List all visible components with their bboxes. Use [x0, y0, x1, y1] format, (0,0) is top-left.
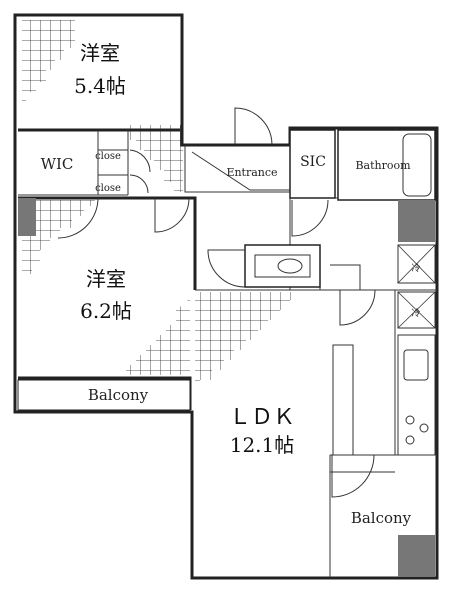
pillar: [18, 198, 36, 236]
pillar: [398, 535, 435, 577]
room-label-western2-name: 洋室: [86, 267, 126, 291]
counter-icon: [332, 344, 354, 456]
sic-room: [289, 129, 336, 199]
stove-burner-icon: [419, 423, 429, 433]
sic-label: SIC: [300, 154, 326, 170]
sink-icon: [403, 349, 429, 381]
door-swing: [291, 199, 329, 237]
wic-label: WIC: [41, 155, 74, 173]
room-label-ldk-name: ＬＤＫ: [229, 405, 295, 430]
fridge-symbol: 冷: [411, 307, 420, 319]
washer-symbol: 冷: [411, 262, 420, 274]
room-label-ldk-size: 12.1帖: [230, 433, 295, 457]
room-label-western2-size: 6.2帖: [80, 299, 132, 323]
closet-label-bottom: close: [95, 183, 121, 194]
entrance-step: [191, 151, 290, 191]
door-swing: [57, 197, 99, 239]
entrance-label: Entrance: [226, 166, 277, 179]
room-label-western1-size: 5.4帖: [74, 74, 126, 98]
kitchen-walls: [320, 264, 437, 456]
door-swing: [339, 289, 376, 326]
door-swing: [331, 454, 375, 498]
balcony-right-label: Balcony: [351, 509, 412, 527]
door-swing: [234, 107, 273, 146]
closet-label-top: close: [95, 151, 121, 162]
pillar: [398, 200, 435, 242]
stove-burner-icon: [405, 415, 415, 425]
bathroom-label: Bathroom: [355, 159, 411, 172]
balcony-left-area: [17, 379, 191, 411]
balcony-left-label: Balcony: [88, 386, 149, 404]
closet-door-swing: [129, 149, 151, 194]
bathtub-icon: [402, 133, 432, 197]
room-label-western1-name: 洋室: [80, 41, 120, 65]
door-swing: [207, 249, 246, 288]
hall-walls: [184, 128, 396, 291]
door-swing: [154, 197, 190, 233]
wic-walls: [18, 130, 129, 196]
balcony-right-walls: [329, 455, 395, 578]
outer-wall: [13, 13, 439, 580]
stove-burner-icon: [405, 435, 415, 445]
